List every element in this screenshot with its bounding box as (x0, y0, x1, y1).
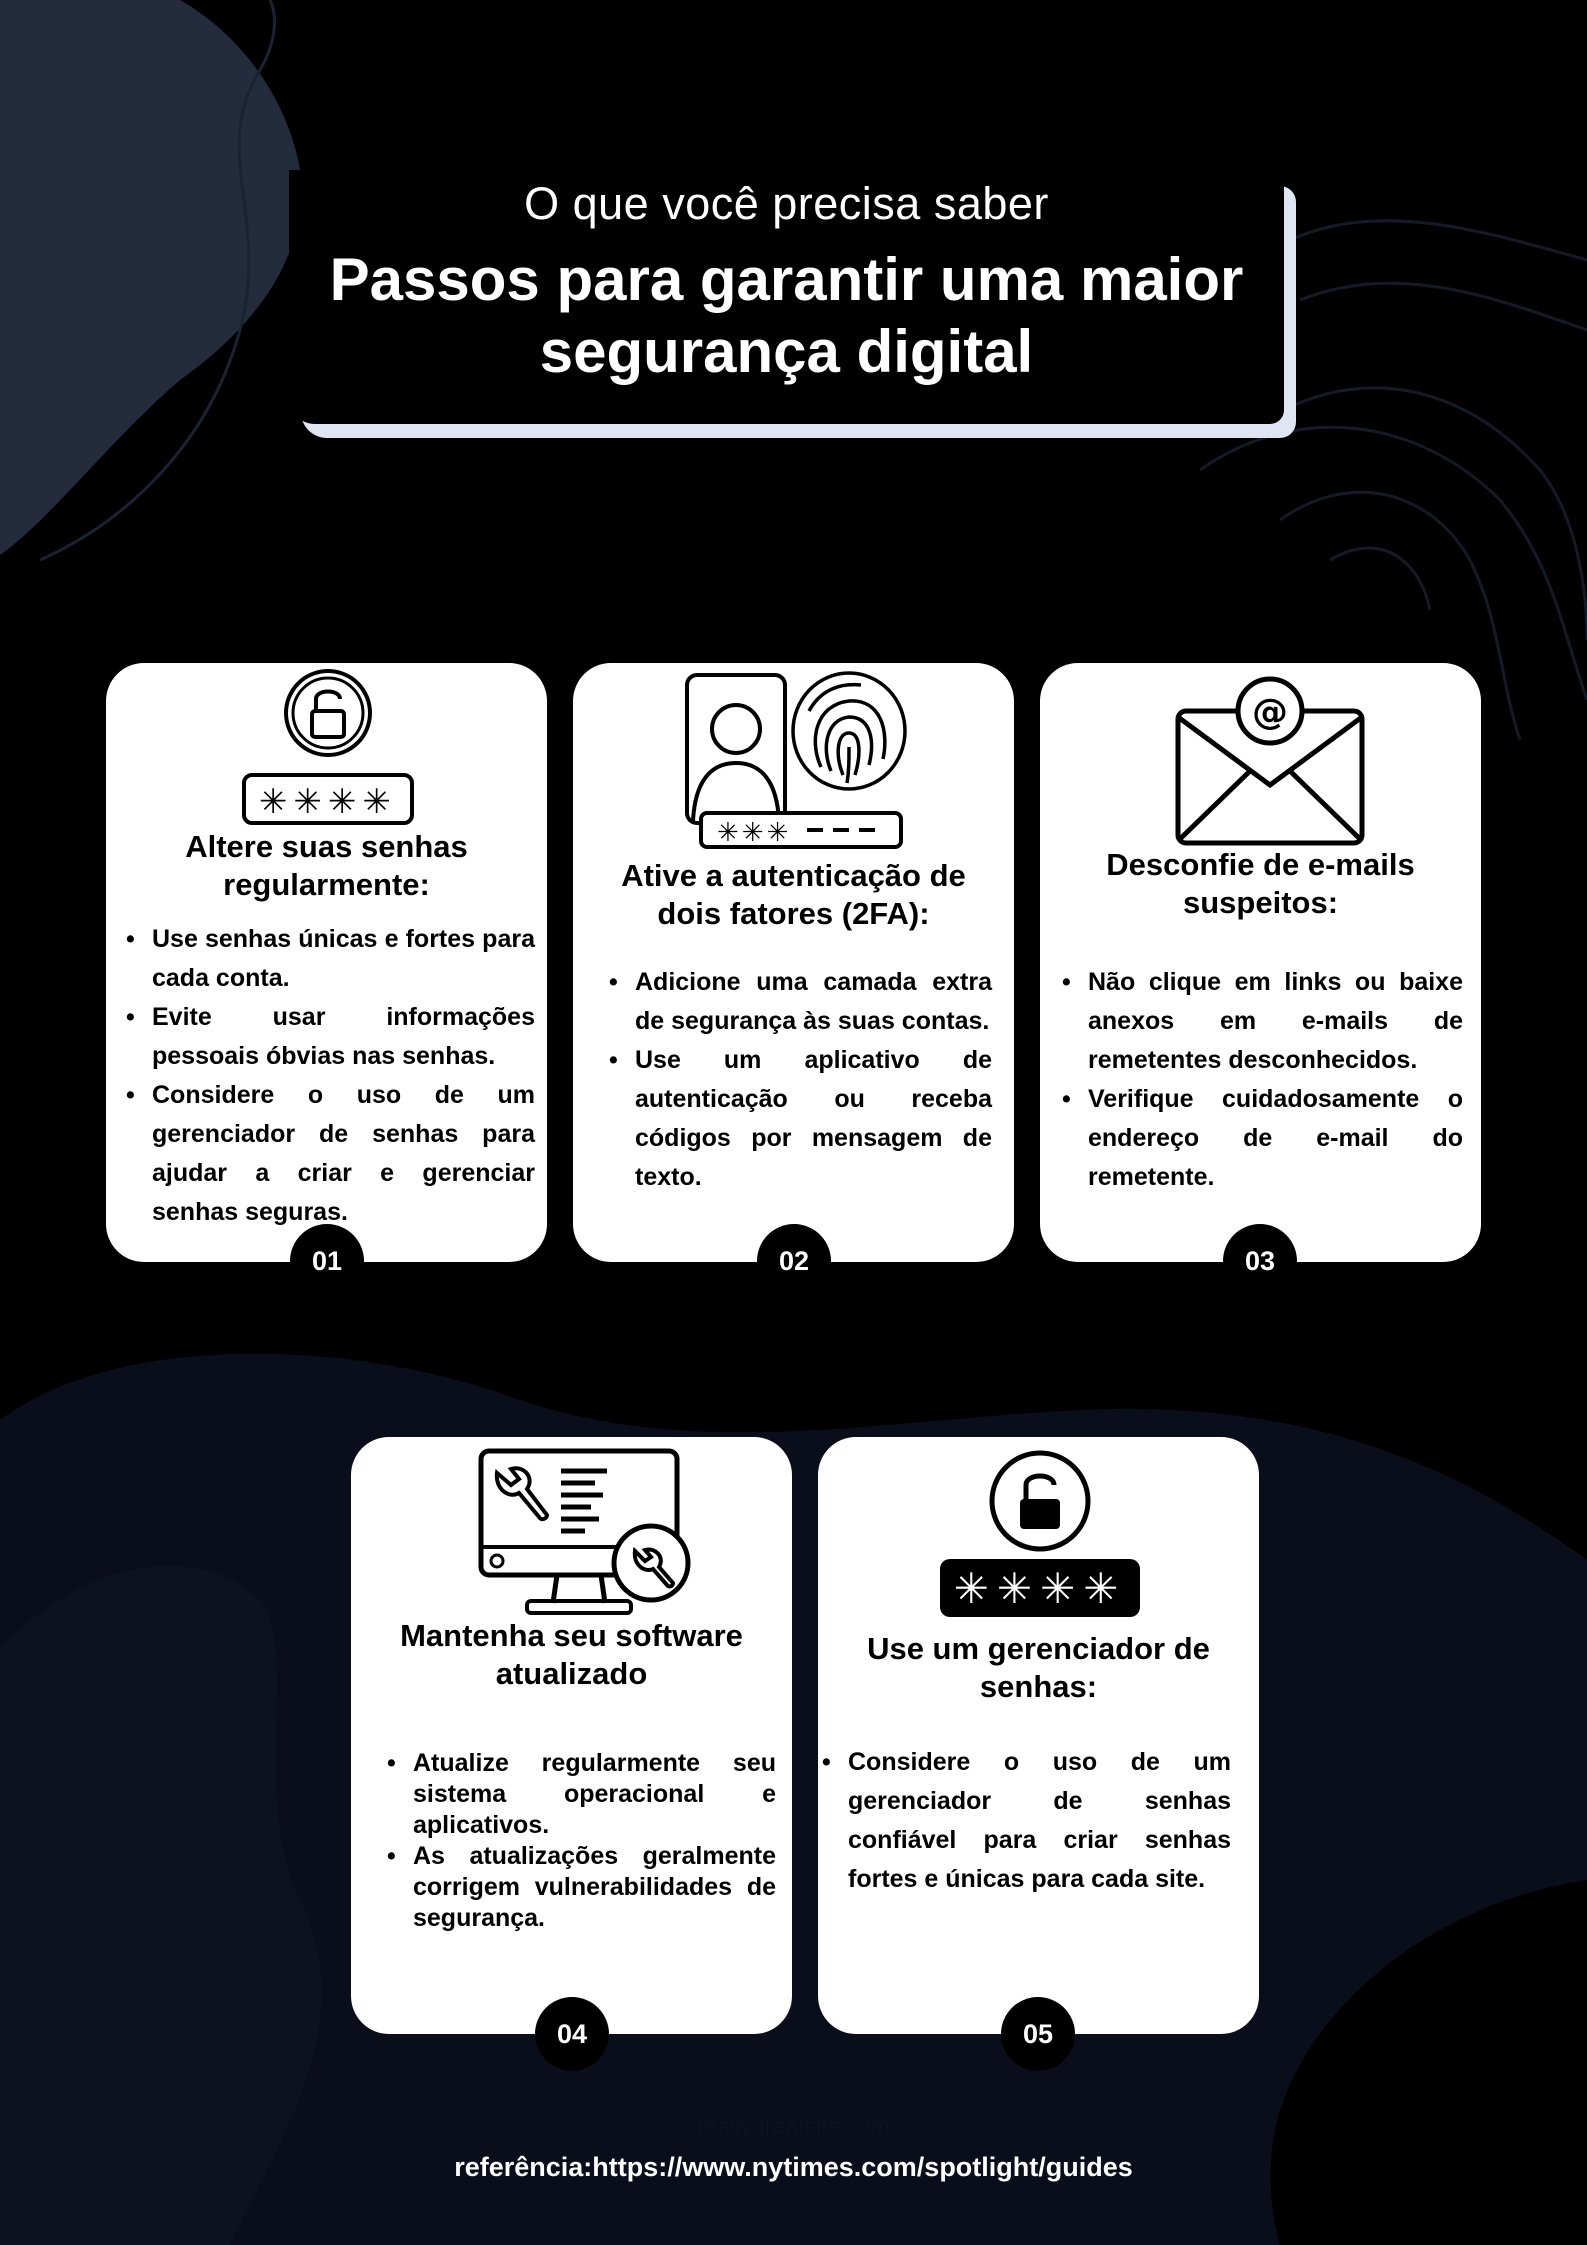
card-title-line-1: Desconfie de e-mails (1106, 847, 1415, 882)
svg-text:✳✳✳✳: ✳✳✳✳ (259, 782, 397, 822)
step-number-badge: 02 (757, 1224, 831, 1298)
top-left-curve (39, 0, 276, 562)
page-title-line-2: segurança digital (539, 318, 1034, 385)
list-item: Evite usar informações pessoais óbvias n… (126, 998, 535, 1076)
reference-link[interactable]: referência:https://www.nytimes.com/spotl… (454, 2152, 1133, 2182)
list-item: Use senhas únicas e fortes para cada con… (126, 920, 535, 998)
card-change-passwords: ✳✳✳✳ Altere suas senhas regularmente: Us… (106, 663, 547, 1262)
card-bullet-list: Considere o uso de um gerenciador de sen… (822, 1743, 1231, 1899)
list-item: Use um aplicativo de autenticação ou rec… (609, 1041, 992, 1197)
card-title: Ative a autenticação de dois fatores (2F… (573, 857, 1014, 933)
header-subtitle: O que você precisa saber (524, 178, 1049, 229)
bottom-right-curve (1270, 1880, 1587, 2245)
step-number-badge: 01 (290, 1224, 364, 1298)
card-bullet-list: Atualize regularmente seu sistema operac… (387, 1748, 776, 1934)
card-title-line-1: Ative a autenticação de (621, 858, 966, 893)
card-title-line-2: senhas: (979, 1669, 1098, 1704)
list-item: As atualizações geralmente corrigem vuln… (387, 1841, 776, 1934)
list-item: Não clique em links ou baixe anexos em e… (1062, 963, 1463, 1080)
top-left-blob (0, 0, 302, 555)
list-item: Atualize regularmente seu sistema operac… (387, 1748, 776, 1841)
page-title: Passos para garantir uma maior segurança… (289, 244, 1284, 388)
step-number-badge: 03 (1223, 1224, 1297, 1298)
user-fingerprint-password-icon: ✳✳✳ (685, 671, 907, 849)
card-suspicious-emails: @ Desconfie de e-mails suspeitos: Não cl… (1040, 663, 1481, 1262)
list-item: Adicione uma camada extra de segurança à… (609, 963, 992, 1041)
step-number-badge: 05 (1001, 1997, 1075, 2071)
list-item: Considere o uso de um gerenciador de sen… (126, 1076, 535, 1232)
card-title-line-2: dois fatores (2FA): (657, 896, 930, 931)
list-item: Verifique cuidadosamente o endereço de e… (1062, 1080, 1463, 1197)
padlock-password-icon: ✳✳✳✳ (242, 669, 414, 825)
svg-text:@: @ (1252, 692, 1288, 733)
bottom-blob-inner (0, 1565, 322, 2245)
card-bullet-list: Não clique em links ou baixe anexos em e… (1062, 963, 1463, 1197)
padlock-password-icon: ✳✳✳✳ (940, 1450, 1140, 1617)
svg-text:✳✳✳: ✳✳✳ (717, 818, 791, 848)
page-title-line-1: Passos para garantir uma maior (329, 246, 1244, 313)
card-update-software: Mantenha seu software atualizado Atualiz… (351, 1437, 792, 2034)
card-bullet-list: Adicione uma camada extra de segurança à… (609, 963, 992, 1197)
email-envelope-icon: @ (1175, 676, 1365, 846)
card-title-line-2: regularmente: (223, 867, 430, 902)
computer-settings-icon (478, 1448, 691, 1615)
card-title-line-1: Mantenha seu software (400, 1618, 743, 1653)
step-number-badge: 04 (535, 1997, 609, 2071)
card-title-line-2: atualizado (495, 1656, 648, 1691)
svg-text:✳✳✳✳: ✳✳✳✳ (954, 1564, 1127, 1613)
card-title-line-1: Use um gerenciador de (867, 1631, 1210, 1666)
card-title: Mantenha seu software atualizado (351, 1617, 792, 1693)
watermark: reallygreatsite.com (696, 2113, 891, 2139)
list-item: Considere o uso de um gerenciador de sen… (822, 1743, 1231, 1899)
card-password-manager: ✳✳✳✳ Use um gerenciador de senhas: Consi… (818, 1437, 1259, 2034)
card-two-factor: ✳✳✳ Ative a autenticação de dois fatores… (573, 663, 1014, 1262)
card-bullet-list: Use senhas únicas e fortes para cada con… (126, 920, 535, 1232)
header: O que você precisa saber Passos para gar… (289, 170, 1284, 424)
card-title-line-1: Altere suas senhas (185, 829, 468, 864)
card-title-line-2: suspeitos: (1182, 885, 1339, 920)
card-title: Altere suas senhas regularmente: (106, 828, 547, 904)
card-title: Use um gerenciador de senhas: (818, 1630, 1259, 1706)
card-title: Desconfie de e-mails suspeitos: (1040, 846, 1481, 922)
